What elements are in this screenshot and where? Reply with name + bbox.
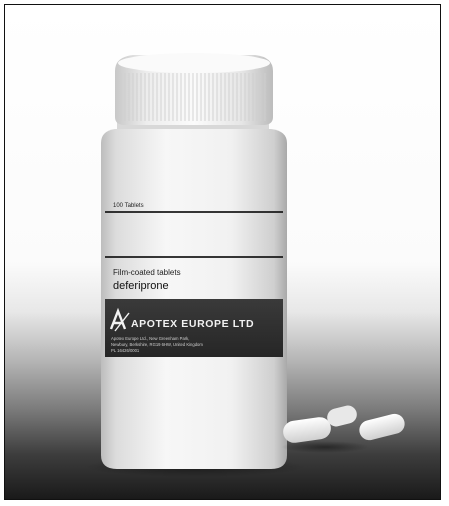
bottle-cap xyxy=(115,55,273,125)
address-line-3: PL 16426/0001 xyxy=(111,348,140,353)
product-photo: 100 Tablets Film-coated tablets deferipr… xyxy=(4,4,441,500)
tablet-shadow xyxy=(281,441,369,453)
address-line-2: Newbury, Berkshire, RG19 6HW, United Kin… xyxy=(111,342,203,347)
tablet-back xyxy=(327,405,357,427)
tablet-count: 100 Tablets xyxy=(113,203,144,209)
tablet-left xyxy=(283,417,331,443)
address-line-1: Apotex Europe Ltd., New Greenham Park, xyxy=(111,336,189,341)
cap-ridges xyxy=(120,73,266,121)
bottle-illustration: 100 Tablets Film-coated tablets deferipr… xyxy=(85,53,405,477)
brand-band xyxy=(105,299,283,357)
tablet-right xyxy=(359,413,405,441)
cap-top xyxy=(118,53,270,73)
drug-name: deferiprone xyxy=(113,280,169,292)
tablet-description: Film-coated tablets xyxy=(113,268,181,277)
brand-name: APOTEX EUROPE LTD xyxy=(131,318,254,330)
brand-logo-icon xyxy=(109,307,130,332)
